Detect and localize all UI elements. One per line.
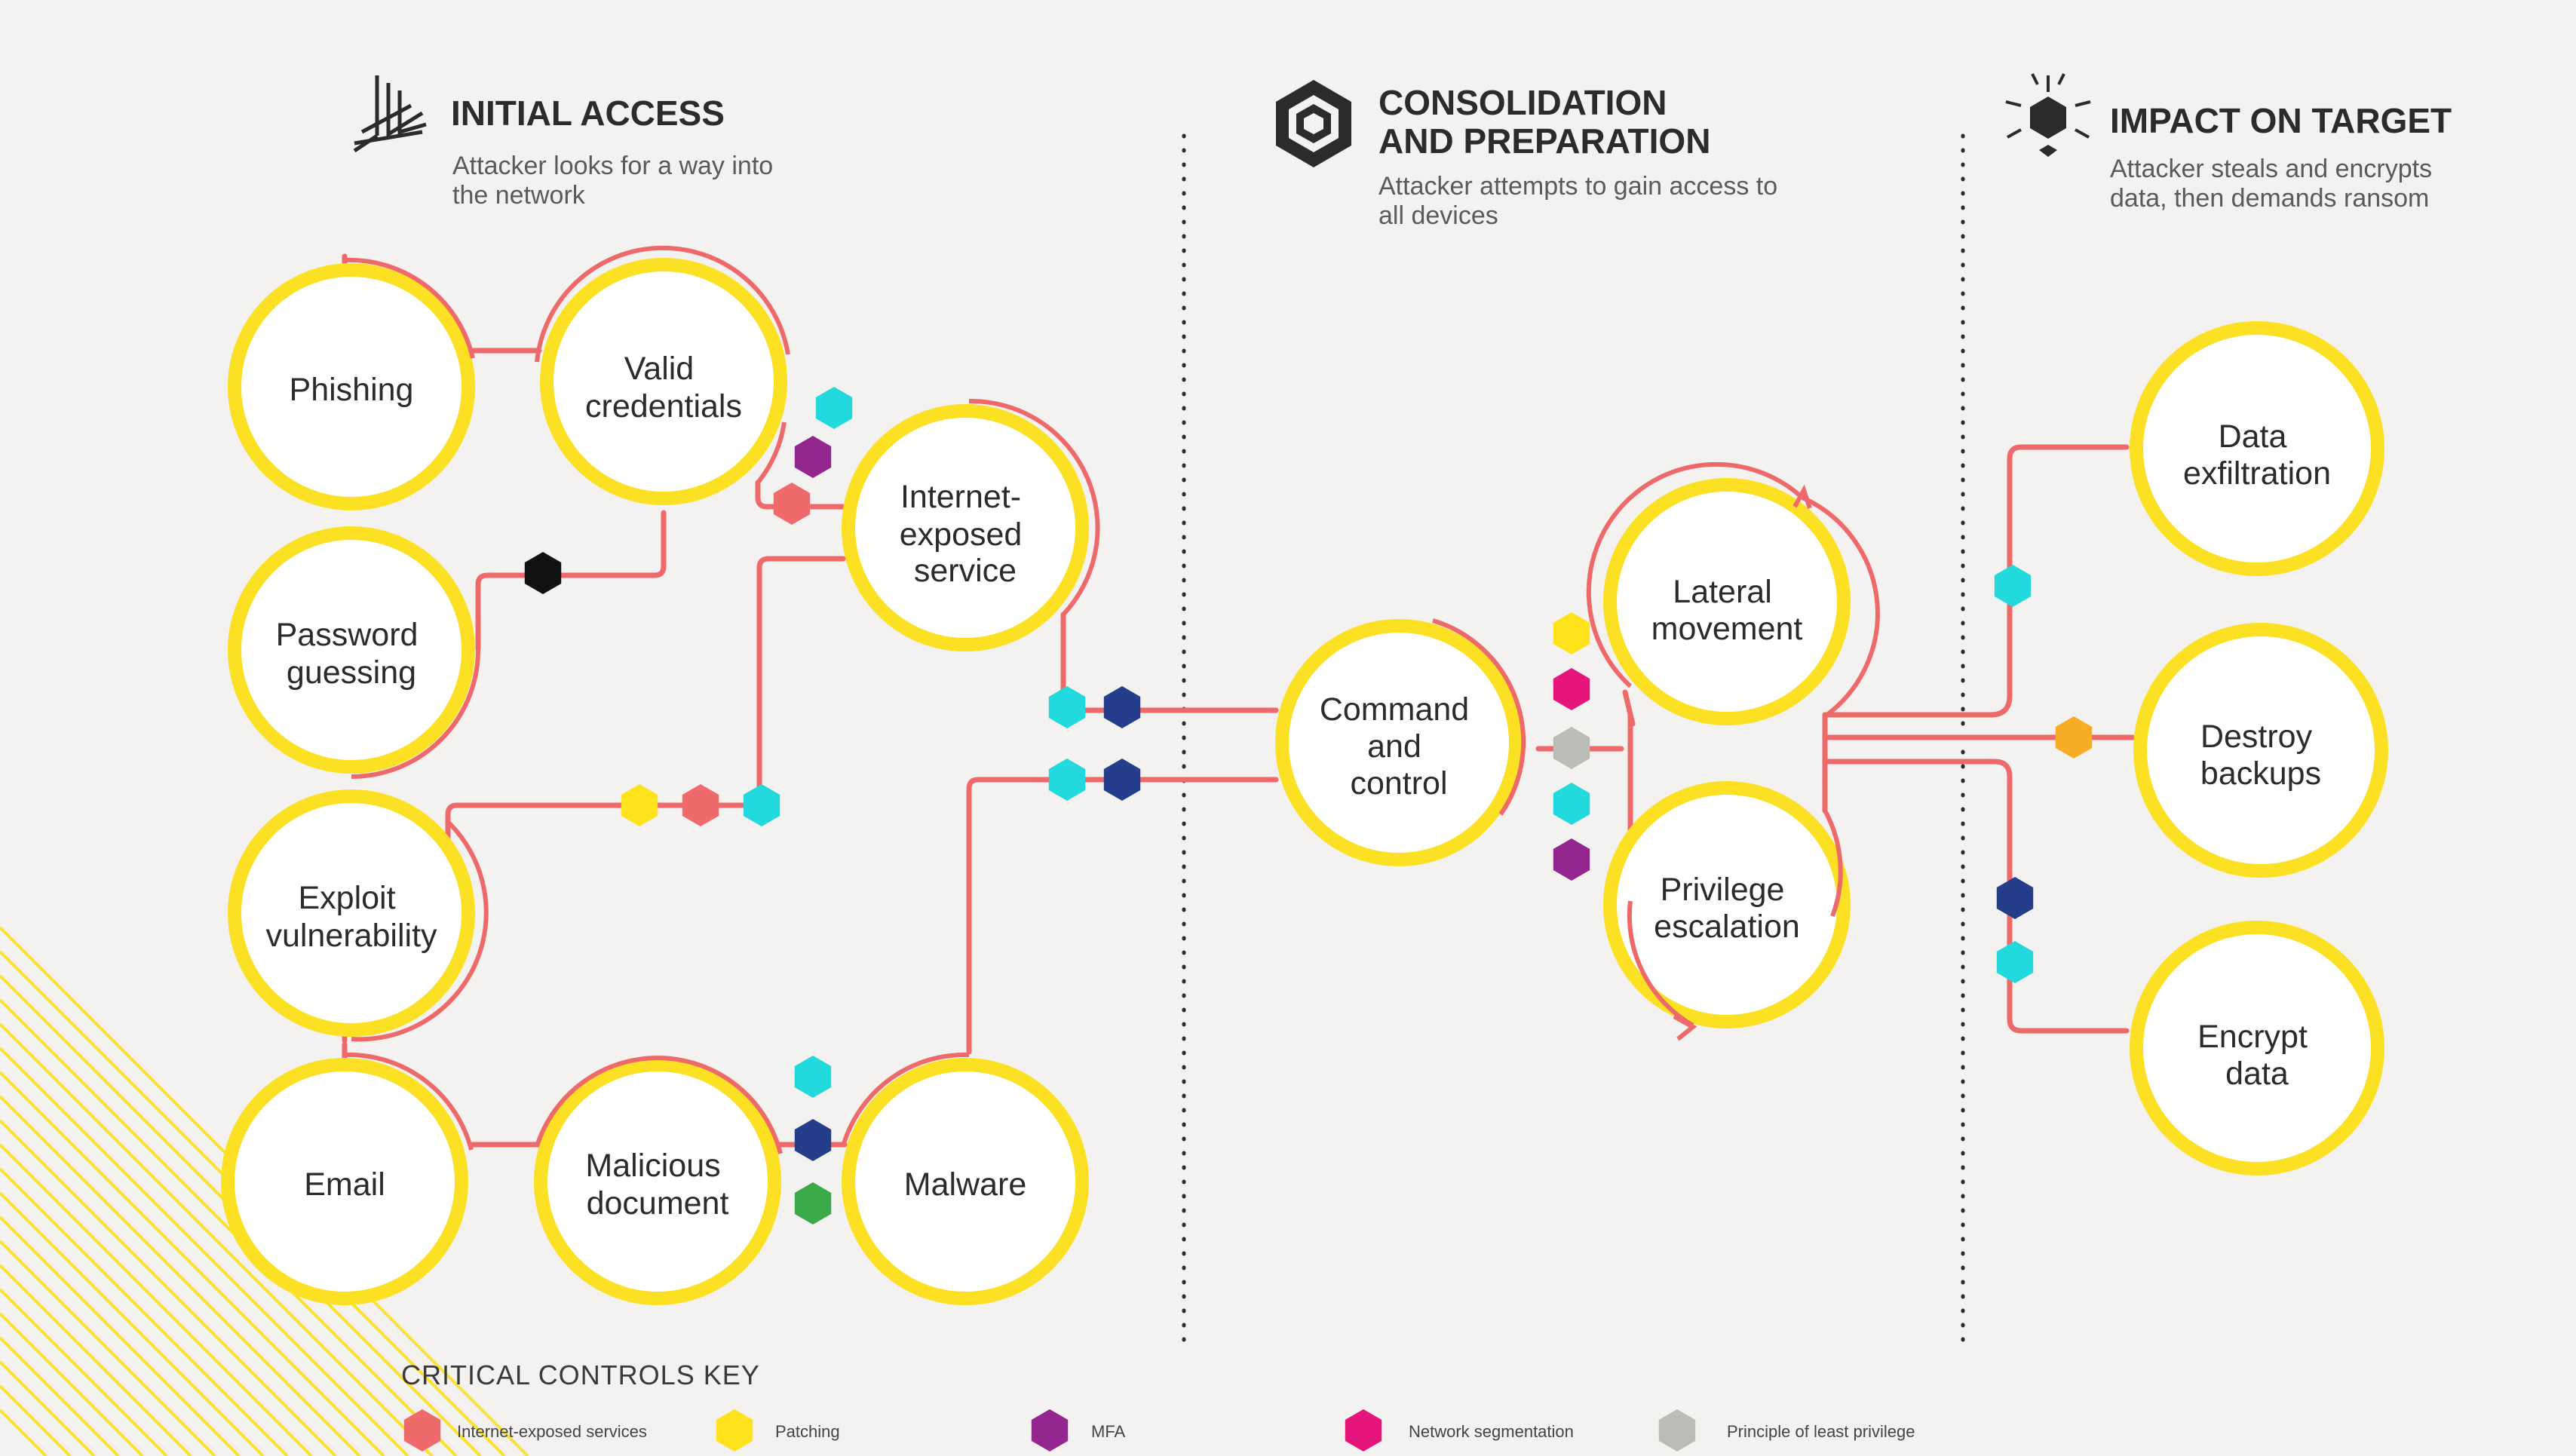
svg-text:Internet- exposed: Internet- exposed service [900, 479, 1032, 589]
svg-text:Command and co: Command and control [1320, 691, 1478, 802]
key-item: Principle of least privilege [1658, 1409, 1915, 1451]
section-subtitle: Attacker steals and encrypts data, then … [2110, 155, 2440, 213]
node-exploit-vulnerability[interactable]: Exploit vulnerability [228, 789, 489, 1042]
control-hex-green [794, 1182, 832, 1225]
section-title: IMPACT ON TARGET [2110, 101, 2452, 140]
control-hex-cyan [1996, 941, 2034, 983]
section-title: INITIAL ACCESS [451, 93, 725, 133]
svg-text:Lateral movement: Lateral movement [1651, 574, 1803, 647]
control-hex-navy [1996, 877, 2034, 919]
svg-text:Malware: Malware [904, 1166, 1027, 1203]
svg-text:Data exfiltration: Data exfiltration [2183, 418, 2331, 492]
svg-text:Malicious document: Malicious document [585, 1148, 729, 1222]
node-lateral-movement[interactable]: Lateral movement [1586, 461, 1880, 725]
mfa-hex-icon [1031, 1409, 1069, 1451]
svg-text:Principle of least privilege: Principle of least privilege [1727, 1422, 1915, 1441]
section-consolidation: CONSOLIDATION AND PREPARATION Attacker a… [1276, 80, 1785, 230]
control-hex-black [524, 552, 562, 594]
control-hex-cyan [794, 1056, 832, 1098]
node-privilege-escalation[interactable]: Privilege escalation [1603, 781, 1851, 1041]
control-hex-gray [1553, 727, 1590, 769]
network-segmentation-hex-icon [1345, 1409, 1382, 1451]
hexagon-ring-icon [1276, 80, 1351, 167]
svg-text:Internet-exposed services: Internet-exposed services [457, 1422, 647, 1441]
key-item: Internet-exposed services [403, 1409, 647, 1451]
section-initial-access: INITIAL ACCESS Attacker looks for a way … [353, 75, 780, 210]
key-item: MFA [1031, 1409, 1126, 1451]
node-malicious-document[interactable]: Malicious document [534, 1055, 783, 1305]
svg-text:Valid credentials: Valid credentials [585, 351, 742, 425]
node-valid-credentials[interactable]: Valid credentials [535, 245, 790, 505]
key-item: Patching [716, 1409, 840, 1451]
control-hex-cyan [815, 387, 853, 429]
control-hex-cyan [743, 784, 780, 826]
svg-text:Privilege escalation: Privilege escalation [1654, 872, 1800, 945]
node-internet-exposed-service[interactable]: Internet- exposed service [842, 398, 1100, 651]
svg-text:Phishing: Phishing [290, 372, 414, 408]
node-encrypt-data[interactable]: Encrypt data [2130, 921, 2384, 1176]
decorative-stripes [0, 926, 529, 1456]
key-title: CRITICAL CONTROLS KEY [401, 1359, 760, 1390]
section-subtitle: Attacker attempts to gain access to all … [1378, 172, 1785, 230]
svg-text:MFA: MFA [1091, 1422, 1126, 1441]
control-hex-orange [2055, 716, 2093, 759]
svg-text:Patching: Patching [775, 1422, 840, 1441]
control-hex-yellow [1553, 612, 1590, 654]
internet-exposed-hex-icon [403, 1409, 441, 1451]
arrows-converge-icon [353, 75, 427, 153]
control-hex-cyan [1994, 565, 2032, 607]
node-destroy-backups[interactable]: Destroy backups [2133, 623, 2388, 878]
node-phishing[interactable]: Phishing [228, 257, 475, 510]
patching-hex-icon [716, 1409, 753, 1451]
control-hex-magenta [1553, 668, 1590, 710]
svg-text:Network segmentation: Network segmentation [1409, 1422, 1574, 1441]
key-item: Network segmentation [1345, 1409, 1574, 1451]
nodes: Phishing Valid credentials Password gues… [221, 245, 2388, 1305]
cube-burst-icon [2005, 73, 2091, 157]
control-hex-cyan [1048, 686, 1086, 728]
section-subtitle: Attacker looks for a way into the networ… [452, 152, 780, 210]
control-hex-navy [794, 1119, 832, 1161]
svg-text:Email: Email [304, 1166, 385, 1203]
section-impact: IMPACT ON TARGET Attacker steals and enc… [2005, 73, 2452, 213]
section-title: CONSOLIDATION AND PREPARATION [1378, 83, 1710, 161]
node-data-exfiltration[interactable]: Data exfiltration [2130, 321, 2384, 576]
control-hex-cyan [1048, 759, 1086, 801]
control-hex-purple [794, 436, 832, 478]
control-hex-navy [1103, 686, 1141, 728]
controls-key: CRITICAL CONTROLS KEY Internet-exposed s… [401, 1359, 1915, 1451]
control-hex-salmon [682, 784, 719, 826]
least-privilege-hex-icon [1658, 1409, 1696, 1451]
svg-text:Encrypt data: Encrypt data [2197, 1019, 2317, 1092]
control-hex-cyan [1553, 783, 1590, 825]
svg-text:Destroy backups: Destroy backups [2200, 719, 2321, 792]
svg-text:Exploit vulnerability: Exploit vulnerability [265, 880, 437, 954]
control-hex-yellow [621, 784, 658, 826]
control-hex-salmon [773, 483, 811, 525]
node-malware[interactable]: Malware [841, 1052, 1089, 1305]
svg-text:Password guessing: Password guessing [276, 617, 428, 691]
node-command-and-control[interactable]: Command and control [1275, 618, 1526, 866]
node-email[interactable]: Email [221, 1052, 474, 1305]
node-password-guessing[interactable]: Password guessing [228, 526, 481, 779]
control-hex-navy [1103, 759, 1141, 801]
control-hex-purple [1553, 838, 1590, 881]
